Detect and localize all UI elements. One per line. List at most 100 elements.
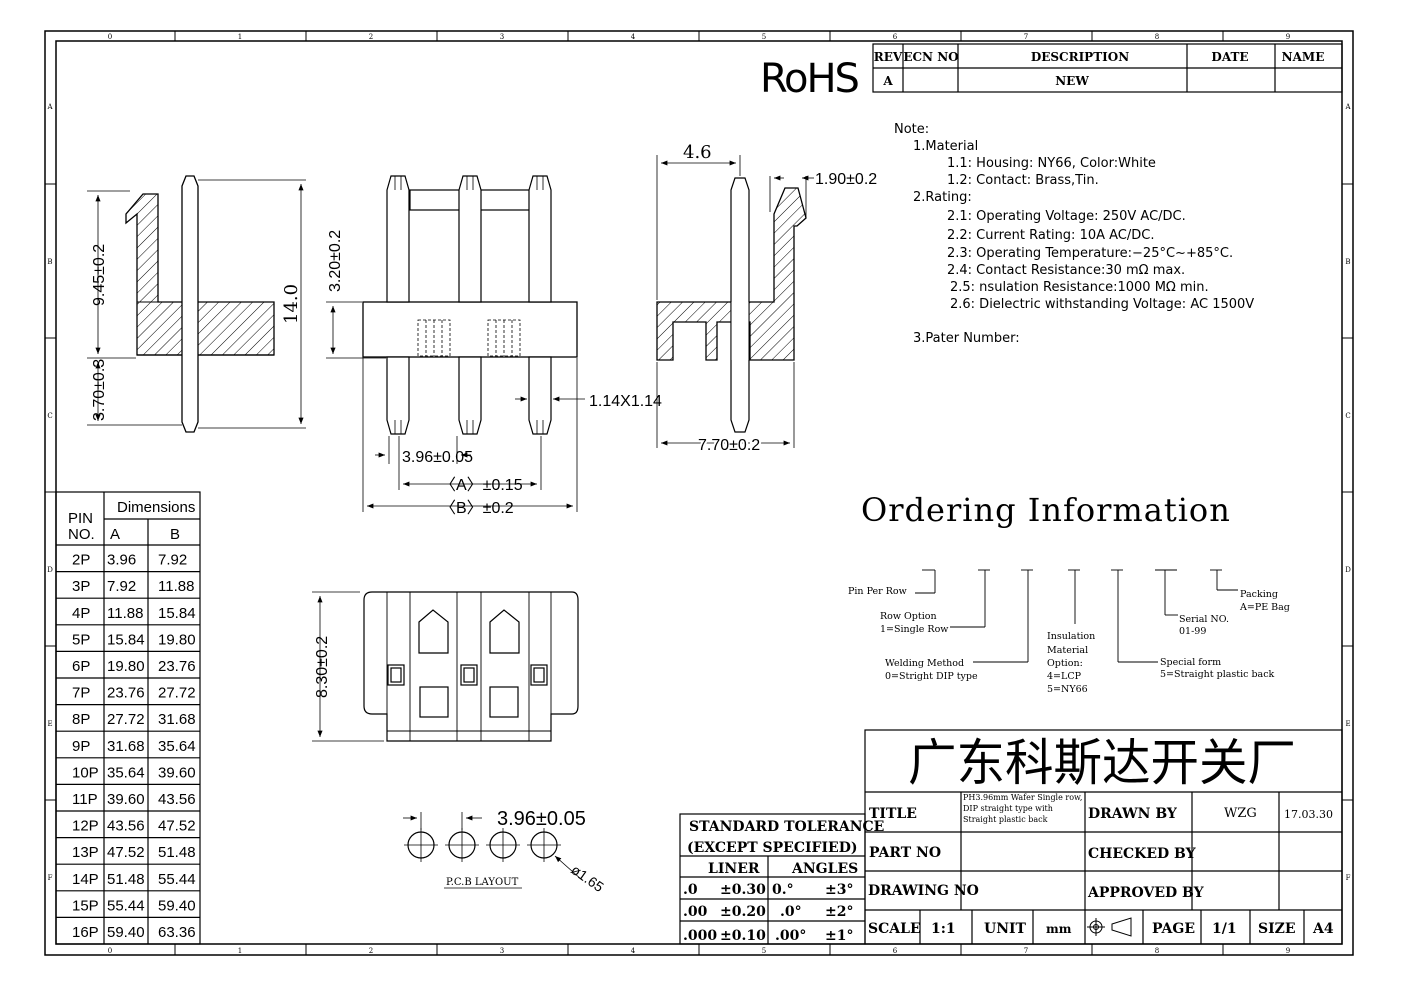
tol-linear: .00 <box>683 904 708 920</box>
dim-b-cell: 47.52 <box>158 818 196 835</box>
bottom-number: 8 <box>1155 947 1159 955</box>
size-label: SIZE <box>1258 921 1296 937</box>
description-header: DESCRIPTION <box>1031 50 1129 64</box>
unit-label: UNIT <box>984 921 1027 937</box>
top-number: 2 <box>369 33 373 41</box>
note-line: 1.Material <box>913 139 978 154</box>
bottom-number: 6 <box>893 947 898 955</box>
unit-value: mm <box>1046 922 1072 936</box>
col-b-header: B <box>170 526 180 543</box>
checked-by-label: CHECKED BY <box>1088 846 1197 862</box>
dim-b: 〈B〉±0.2 <box>440 500 514 517</box>
top-number: 1 <box>238 33 242 41</box>
dim-a-cell: 27.72 <box>107 711 145 728</box>
notes-heading: Note: <box>894 122 929 137</box>
dim-side-upper: 9.45±0.2 <box>91 244 108 306</box>
page-value: 1/1 <box>1212 921 1237 937</box>
note-line: 2.3: Operating Temperature:−25°C~+85°C. <box>947 246 1233 261</box>
border-grid-labels: 0 1 2 3 4 5 6 7 8 9 0 1 2 3 4 5 6 7 8 9 … <box>46 33 1351 955</box>
revision-table: REV ECN NO DESCRIPTION DATE NAME A NEW <box>872 43 1343 93</box>
projection-symbol-icon <box>1087 917 1132 937</box>
pin-count-cell: 4P <box>72 605 90 622</box>
title-label: TITLE <box>869 806 917 822</box>
notes: Note: 1.Material 1.1: Housing: NY66, Col… <box>894 122 1254 346</box>
tol-angle: 0.° <box>772 882 794 898</box>
note-line: 2.4: Contact Resistance:30 mΩ max. <box>947 263 1185 278</box>
order-serial-value: 01-99 <box>1179 626 1206 637</box>
dim-side-total: 14.0 <box>281 284 302 324</box>
dim-a-cell: 55.44 <box>107 897 145 914</box>
side-letter: B <box>47 258 52 266</box>
dim-b-cell: 43.56 <box>158 791 196 808</box>
size-value: A4 <box>1312 921 1334 937</box>
order-pin-per-row: Pin Per Row <box>848 586 907 597</box>
part-no-label: PART NO <box>869 845 941 861</box>
top-number: 9 <box>1286 33 1290 41</box>
title-value: DIP straight type with <box>963 804 1053 813</box>
title-value: Straight plastic back <box>963 815 1048 824</box>
pin-count-cell: 14P <box>72 871 99 888</box>
dim-pcb-pitch: 3.96±0.05 <box>497 808 586 830</box>
dim-b-cell: 51.48 <box>158 844 196 861</box>
pin-count-cell: 6P <box>72 658 90 675</box>
dim-a-cell: 23.76 <box>107 685 145 702</box>
order-serial: Serial NO. <box>1179 614 1229 625</box>
order-special-value: 5=Straight plastic back <box>1160 669 1275 680</box>
tolerance-subtitle: (EXCEPT SPECIFIED) <box>687 840 857 856</box>
bottom-number: 7 <box>1024 947 1028 955</box>
note-line: 1.1: Housing: NY66, Color:White <box>947 156 1156 171</box>
date-header: DATE <box>1211 50 1248 64</box>
order-welding: Welding Method <box>885 658 964 669</box>
tol-linear-val: ±0.10 <box>720 928 766 944</box>
top-number: 8 <box>1155 33 1159 41</box>
drawing-no-label: DRAWING NO <box>868 883 979 899</box>
tol-angle: .00° <box>775 928 806 944</box>
top-number: 4 <box>631 33 636 41</box>
dim-b-cell: 59.40 <box>158 897 196 914</box>
side-letter: D <box>47 566 53 574</box>
order-insulation: Insulation <box>1047 631 1095 642</box>
tol-linear-val: ±0.30 <box>720 882 766 898</box>
pin-count-cell: 10P <box>72 764 99 781</box>
side-letter: F <box>48 874 53 882</box>
pin-count-cell: 7P <box>72 685 90 702</box>
pin-count-cell: 8P <box>72 711 90 728</box>
dim-pcb-hole: ø1.65 <box>568 861 607 895</box>
order-packing: Packing <box>1240 589 1278 600</box>
note-line: 1.2: Contact: Brass,Tin. <box>947 173 1099 188</box>
ecn-header: ECN NO <box>903 50 958 64</box>
order-insulation: 4=LCP <box>1047 671 1082 682</box>
order-special: Special form <box>1160 657 1221 668</box>
dim-b-cell: 63.36 <box>158 924 196 941</box>
bottom-number: 9 <box>1286 947 1290 955</box>
tol-angle: .0° <box>780 904 802 920</box>
tol-angle-val: ±2° <box>825 904 853 920</box>
tolerance-table: STANDARD TOLERANCE (EXCEPT SPECIFIED) LI… <box>679 813 884 945</box>
side-letter: A <box>46 103 53 111</box>
order-insulation: Material <box>1047 645 1088 656</box>
tol-angle-val: ±3° <box>825 882 853 898</box>
bottom-number: 0 <box>108 947 112 955</box>
dim-side2-width: 7.70±0.2 <box>698 437 760 454</box>
note-line: 2.Rating: <box>913 190 972 205</box>
company-name: 广东科斯达开关厂 <box>908 734 1296 792</box>
order-welding-value: 0=Stright DIP type <box>885 671 978 682</box>
dim-a: 〈A〉±0.15 <box>440 477 523 494</box>
top-number: 0 <box>108 33 112 41</box>
note-line: 2.5: nsulation Resistance:1000 MΩ min. <box>950 280 1209 295</box>
bottom-number: 1 <box>238 947 242 955</box>
dim-a-cell: 47.52 <box>107 844 145 861</box>
order-row-option: Row Option <box>880 611 937 622</box>
dim-b-cell: 23.76 <box>158 658 196 675</box>
ordering-title: Ordering Information <box>861 491 1231 529</box>
dim-b-cell: 7.92 <box>158 552 187 569</box>
note-line: 3.Pater Number: <box>913 331 1020 346</box>
tol-linear-val: ±0.20 <box>720 904 766 920</box>
rev-value: A <box>882 74 893 88</box>
scale-value: 1:1 <box>931 921 956 937</box>
dim-b-cell: 15.84 <box>158 605 196 622</box>
dim-a-cell: 11.88 <box>107 605 143 622</box>
description-value: NEW <box>1055 74 1089 88</box>
top-view: 8.30±0.2 <box>312 591 579 742</box>
